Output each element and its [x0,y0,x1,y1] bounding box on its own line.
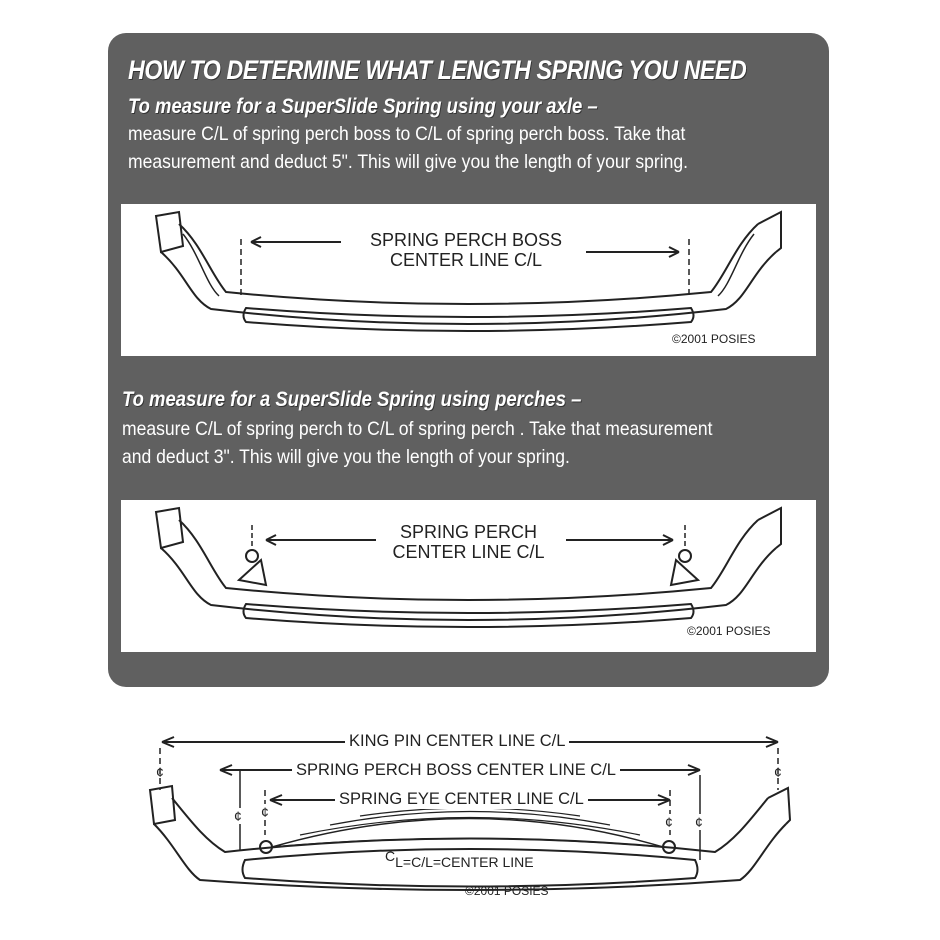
centerline-icon: ¢ [261,804,269,820]
centerline-icon: ¢ [234,808,242,824]
centerline-icon: ¢ [665,814,673,830]
centerline-icon: ¢ [774,764,782,780]
copyright: ©2001 POSIES [687,624,771,638]
axle-drawing [154,210,782,332]
king-pin-label: KING PIN CENTER LINE C/L [345,732,570,751]
section1-heading: To measure for a SuperSlide Spring using… [128,95,598,118]
axle-diagram-2: SPRING PERCH CENTER LINE C/L ©2001 POSIE… [121,500,816,652]
label-line: CENTER LINE C/L [389,250,543,270]
section1-text: measure C/L of spring perch boss to C/L … [128,120,688,176]
label-line: SPRING PERCH BOSS [369,230,563,250]
diagram-label: SPRING PERCH BOSS CENTER LINE C/L [341,230,591,270]
label-line: SPRING PERCH [399,522,538,542]
instructions-panel: HOW TO DETERMINE WHAT LENGTH SPRING YOU … [108,33,829,687]
axle-dimension-diagram: KING PIN CENTER LINE C/L SPRING PERCH BO… [130,720,810,910]
section2-heading: To measure for a SuperSlide Spring using… [122,388,582,411]
legend-text: L=C/L=CENTER LINE [395,854,534,870]
axle-diagram-1: SPRING PERCH BOSS CENTER LINE C/L ©2001 … [121,204,816,356]
centerline-icon: ¢ [695,814,703,830]
text-line: measurement and deduct 5". This will giv… [128,151,689,173]
page-title: HOW TO DETERMINE WHAT LENGTH SPRING YOU … [128,55,747,85]
text-line: measure C/L of spring perch boss to C/L … [128,123,686,145]
diagram-label: SPRING PERCH CENTER LINE C/L [361,522,576,562]
copyright: ©2001 POSIES [465,884,549,898]
copyright: ©2001 POSIES [672,332,756,346]
legend: CL=C/L=CENTER LINE [385,848,534,870]
spring-eye-label: SPRING EYE CENTER LINE C/L [335,790,588,809]
axle-drawing [154,506,782,628]
label-line: CENTER LINE C/L [392,542,545,562]
perch-boss-label: SPRING PERCH BOSS CENTER LINE C/L [292,761,620,780]
text-line: and deduct 3". This will give you the le… [122,446,570,468]
section2-text: measure C/L of spring perch to C/L of sp… [122,415,712,471]
centerline-icon: ¢ [156,764,164,780]
text-line: measure C/L of spring perch to C/L of sp… [122,418,713,440]
centerline-symbol: C [385,848,396,864]
